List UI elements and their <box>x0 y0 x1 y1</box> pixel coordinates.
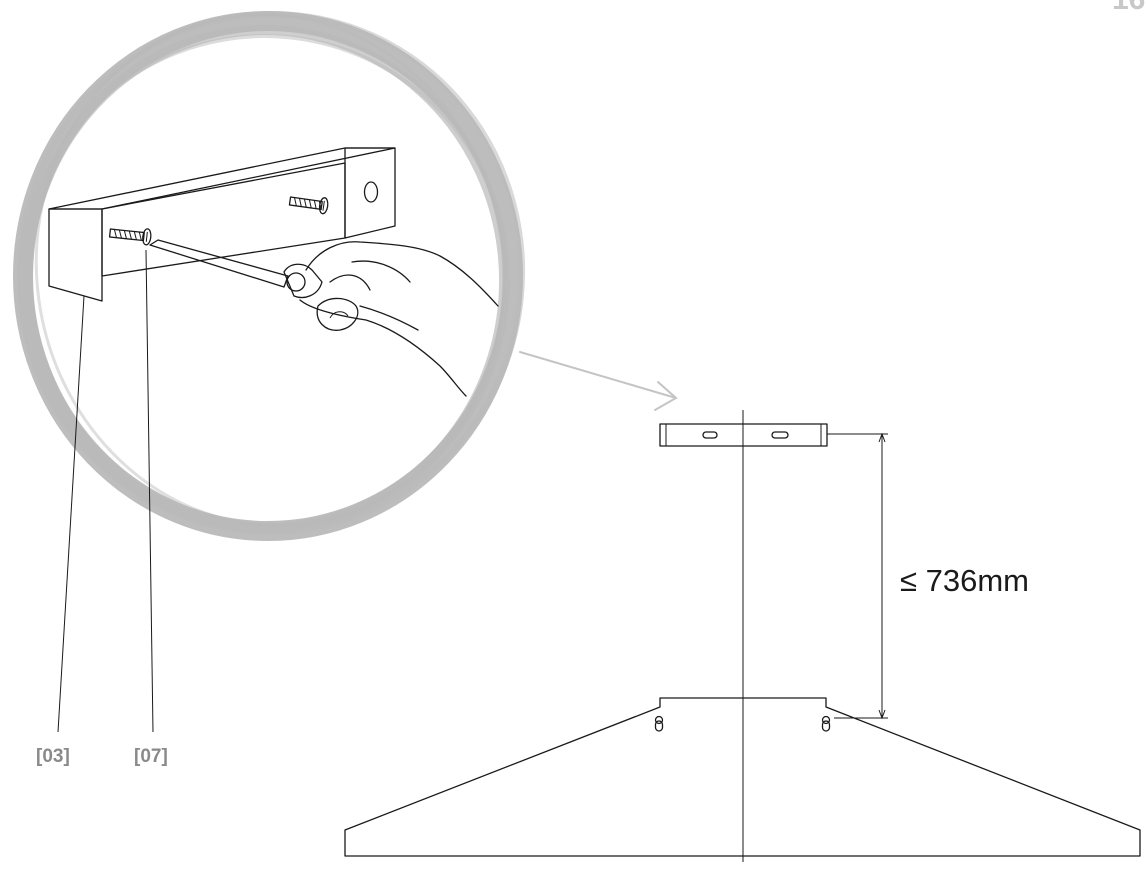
dimension-line <box>827 432 888 720</box>
wall-bracket <box>48 147 396 302</box>
screw-icon <box>288 196 329 215</box>
callout-bracket-label: [03] <box>36 746 70 767</box>
cooker-hood <box>344 697 1141 857</box>
pointer-arrow-icon <box>519 351 678 411</box>
keyhole-slot-icon <box>654 715 664 732</box>
callout-screw-label: [07] <box>134 746 168 767</box>
magnifier-circle <box>13 11 526 541</box>
callout-leader-bracket <box>57 295 85 733</box>
hand-with-screwdriver-icon <box>149 239 499 397</box>
top-bracket <box>659 423 828 447</box>
callout-leader-screw <box>145 249 154 733</box>
keyhole-slot-icon <box>821 715 831 732</box>
max-height-dimension: ≤ 736mm <box>900 563 1029 598</box>
page-number: 16 <box>1112 0 1145 16</box>
screw-icon <box>108 228 152 246</box>
